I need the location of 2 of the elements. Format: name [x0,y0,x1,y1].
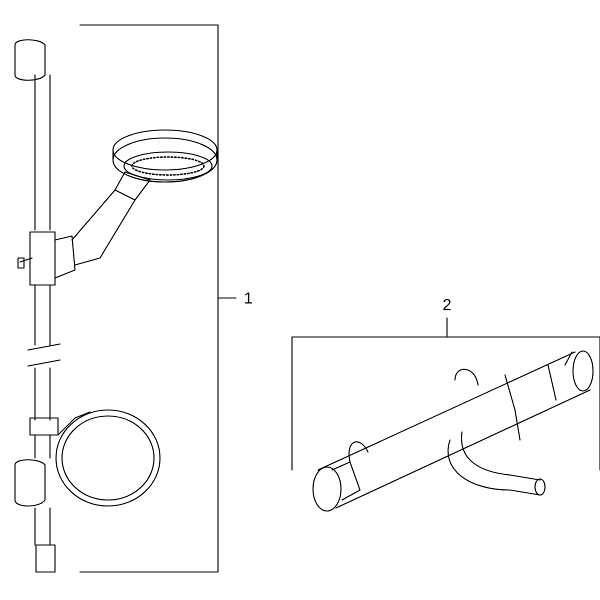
callout-number: 2 [443,299,451,310]
callout-number: 1 [245,292,252,304]
